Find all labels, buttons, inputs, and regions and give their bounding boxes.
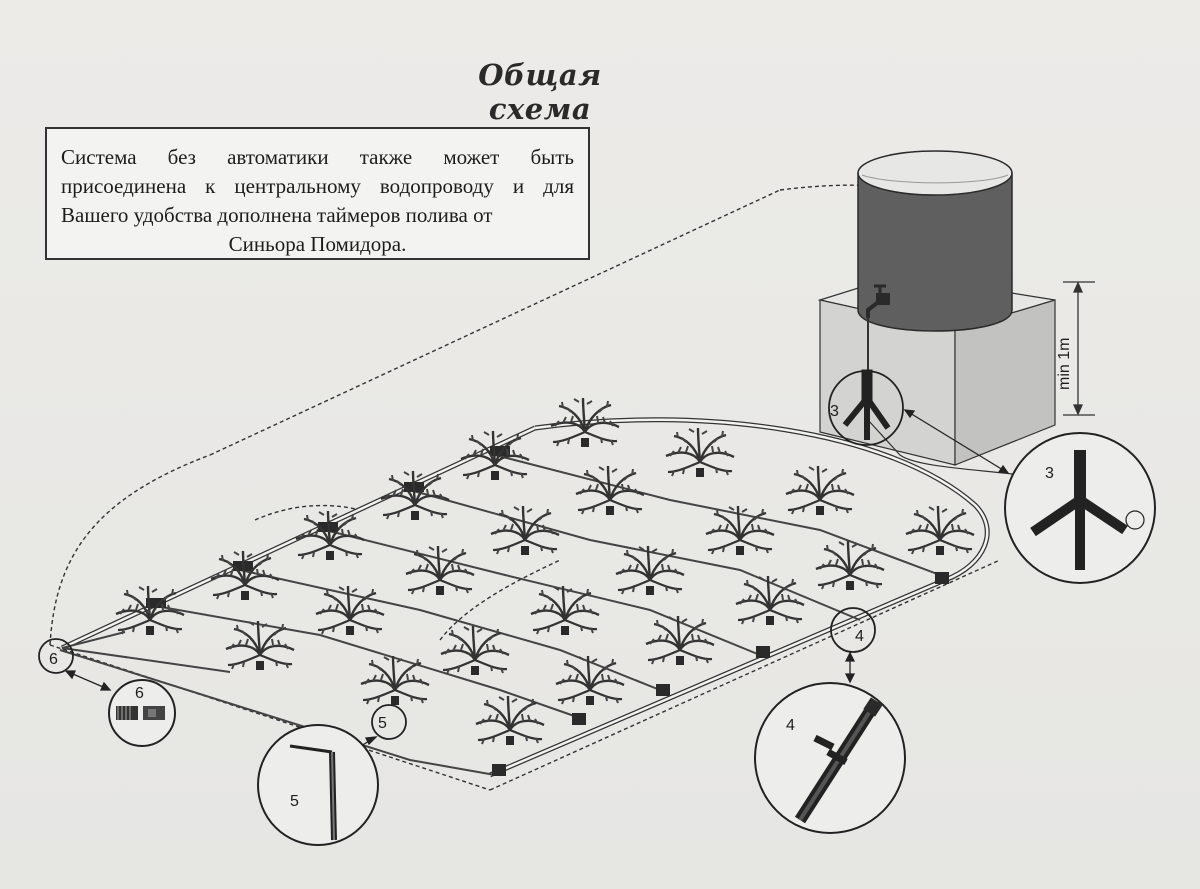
drip-stake-icon <box>289 744 337 841</box>
big-callout-6 <box>108 679 176 747</box>
callout-4-small-label: 4 <box>855 628 864 645</box>
callout-6-small-label: 6 <box>49 651 58 668</box>
callout-6-big-label: 6 <box>135 685 144 702</box>
tee-connector-icon <box>1030 450 1145 570</box>
big-callout-3 <box>1004 432 1156 584</box>
big-callout-4 <box>754 682 906 834</box>
end-plug-icon <box>116 706 165 720</box>
pipe-connector-icon <box>794 697 883 824</box>
callout-3-small-label: 3 <box>830 403 839 420</box>
tap-icon <box>866 284 890 318</box>
callout-3-big-label: 3 <box>1045 465 1054 482</box>
height-dimension <box>1063 281 1095 416</box>
note-last-line: Синьора Помидора. <box>228 232 407 256</box>
main-pipe <box>60 417 1051 778</box>
callout-4-big-label: 4 <box>786 717 795 734</box>
big-callout-5 <box>257 724 379 846</box>
small-tee-icon <box>842 369 891 440</box>
lateral-lines <box>59 454 941 776</box>
note-text: Система без автоматики также может быть … <box>61 145 574 227</box>
note-box: Система без автоматики также может быть … <box>45 127 590 260</box>
water-tank <box>857 150 1013 332</box>
callout-5-big-label: 5 <box>290 793 299 810</box>
callout-5-small-label: 5 <box>378 715 387 732</box>
diagram-title: Общая схема <box>478 58 602 126</box>
height-label: min 1m <box>1056 338 1073 390</box>
